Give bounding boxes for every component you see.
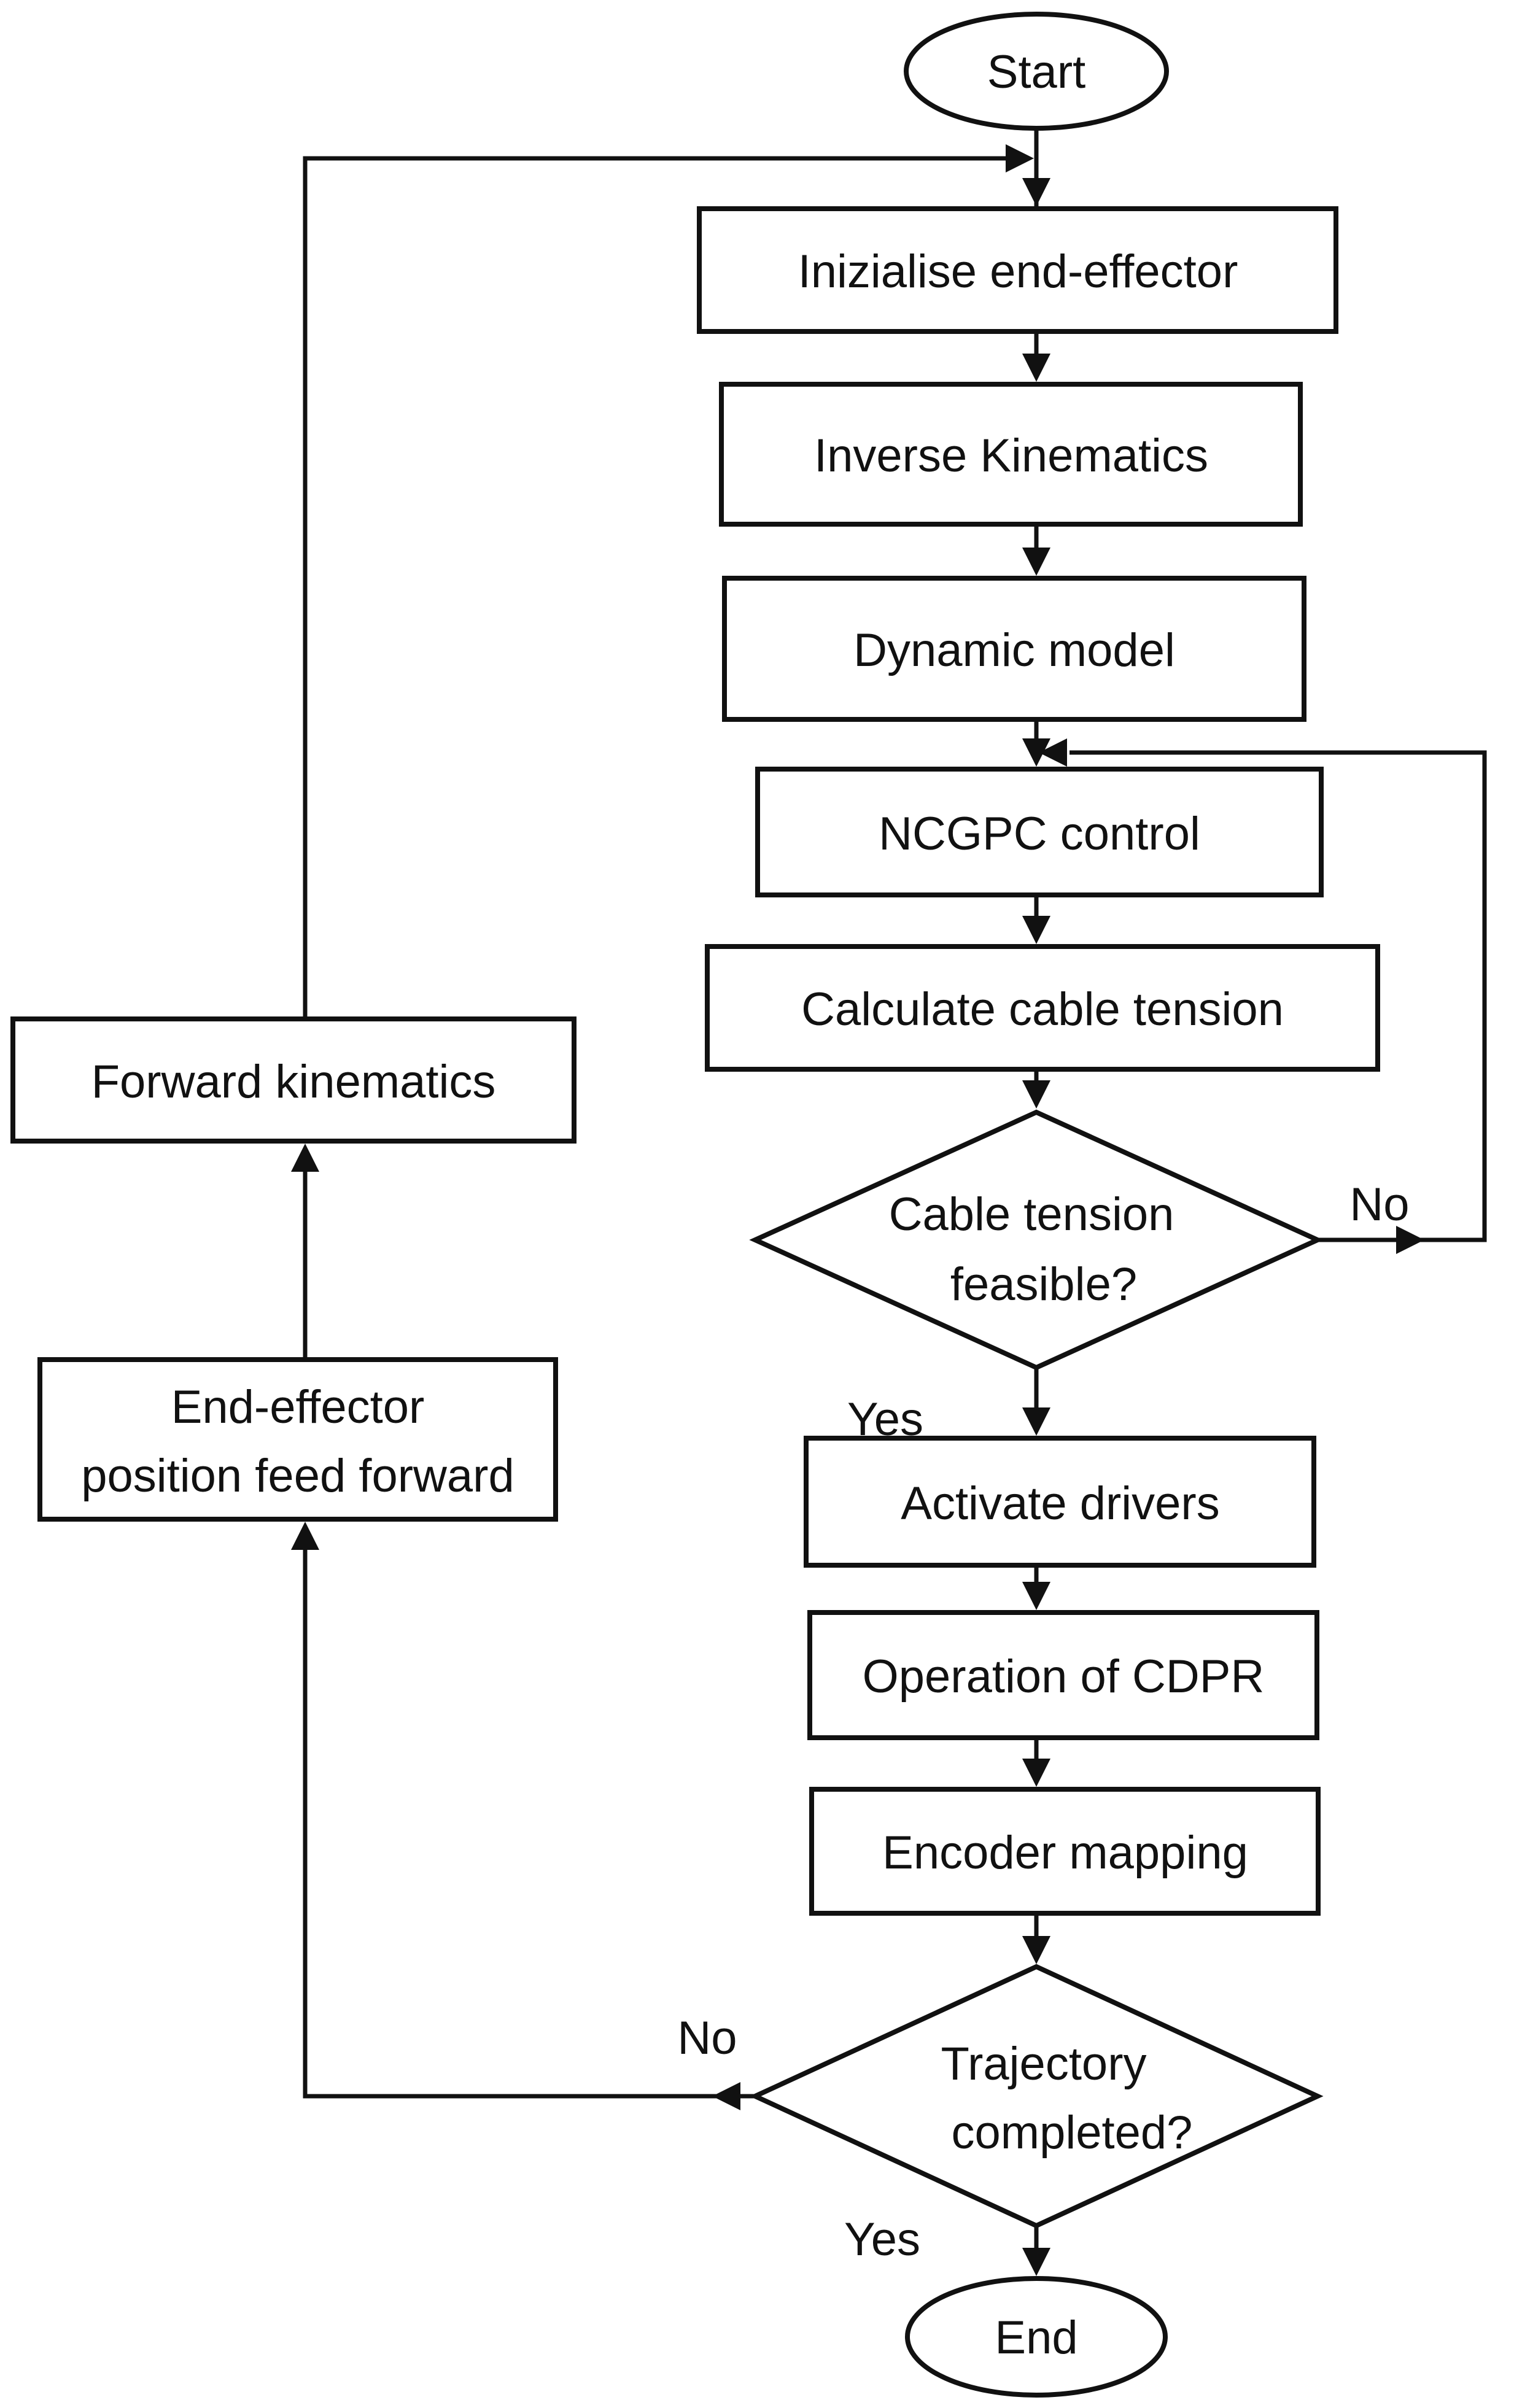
arrowhead-into-dynamic (1022, 548, 1050, 576)
edge-labels: No Yes No Yes (677, 1179, 1409, 2266)
arrowhead-cable-no-right (1396, 1226, 1424, 1254)
end-effector-feed-forward-box (37, 1357, 558, 1522)
ncgpc-control-label: NCGPC control (879, 808, 1200, 860)
node-start: Start (904, 12, 1169, 131)
node-dynamic-model: Dynamic model (722, 576, 1306, 722)
arrowhead-return-into-main (1039, 738, 1067, 767)
trajectory-completed-label-line2: completed? (952, 2107, 1193, 2159)
activate-drivers-label: Activate drivers (901, 1477, 1220, 1530)
cable-tension-feasible-label-line2: feasible? (950, 1258, 1137, 1310)
ncgpc-control-box (755, 767, 1324, 897)
trajectory-yes-label: Yes (844, 2213, 920, 2266)
activate-drivers-box (804, 1436, 1316, 1568)
arrowhead-into-initialise (1022, 178, 1050, 206)
encoder-mapping-box (809, 1787, 1321, 1916)
node-ncgpc-control: NCGPC control (755, 767, 1324, 897)
node-operation-of-cdpr: Operation of CDPR (807, 1610, 1319, 1740)
arrowhead-trajectory-no-left (712, 2082, 740, 2110)
node-inverse-kinematics: Inverse Kinematics (719, 382, 1303, 527)
calculate-cable-tension-label: Calculate cable tension (801, 983, 1284, 1036)
forward-kinematics-label: Forward kinematics (91, 1056, 496, 1108)
end-effector-feed-forward-label-line1: End-effector (171, 1381, 425, 1433)
connector-feedback-top (303, 156, 1007, 1019)
trajectory-completed-diamond (749, 1964, 1324, 2229)
arrowhead-feedback-into-main (1006, 144, 1034, 172)
end-effector-feed-forward-label-line2: position feed forward (81, 1450, 514, 1502)
end-terminator-ellipse (905, 2276, 1168, 2398)
arrowhead-into-activate (1022, 1407, 1050, 1436)
node-end-effector-feed-forward: End-effector position feed forward (37, 1357, 558, 1522)
operation-of-cdpr-label: Operation of CDPR (863, 1651, 1265, 1703)
arrowhead-into-feedforward (291, 1522, 319, 1550)
inverse-kinematics-box (719, 382, 1303, 527)
encoder-mapping-label: Encoder mapping (882, 1827, 1248, 1879)
node-activate-drivers: Activate drivers (804, 1436, 1316, 1568)
end-label: End (995, 2312, 1077, 2364)
dynamic-model-label: Dynamic model (853, 624, 1175, 676)
node-trajectory-completed: Trajectory completed? (749, 1964, 1324, 2229)
arrowhead-into-forwardkin (291, 1144, 319, 1172)
connector-trajectory-no-loop (303, 1550, 755, 2099)
initialise-label: Inizialise end-effector (798, 246, 1238, 298)
trajectory-no-label: No (677, 2012, 737, 2064)
start-terminator-ellipse (904, 12, 1169, 131)
arrowhead-into-encoder (1022, 1759, 1050, 1787)
arrowhead-into-inverse (1022, 354, 1050, 382)
arrowhead-into-operation (1022, 1582, 1050, 1610)
node-forward-kinematics: Forward kinematics (10, 1016, 576, 1144)
operation-of-cdpr-box (807, 1610, 1319, 1740)
arrowhead-into-ncgpc (1022, 738, 1050, 767)
node-initialise: Inizialise end-effector (697, 206, 1338, 334)
cable-yes-label: Yes (847, 1393, 923, 1446)
dynamic-model-box (722, 576, 1306, 722)
arrowheads (291, 144, 1424, 2276)
trajectory-completed-label-line1: Trajectory (941, 2038, 1146, 2090)
node-end: End (905, 2276, 1168, 2398)
node-encoder-mapping: Encoder mapping (809, 1787, 1321, 1916)
arrowhead-into-cable-diamond (1022, 1080, 1050, 1109)
arrowhead-into-calculate (1022, 916, 1050, 944)
initialise-box (697, 206, 1338, 334)
node-cable-tension-feasible: Cable tension feasible? (749, 1109, 1324, 1371)
forward-kinematics-box (10, 1016, 576, 1144)
arrowhead-into-end (1022, 2248, 1050, 2276)
arrowhead-into-trajectory-diamond (1022, 1936, 1050, 1964)
cable-no-label: No (1349, 1179, 1409, 1231)
start-label: Start (987, 46, 1086, 98)
cable-tension-feasible-label-line1: Cable tension (889, 1188, 1174, 1241)
node-calculate-cable-tension: Calculate cable tension (705, 944, 1380, 1072)
cable-tension-feasible-diamond (749, 1109, 1324, 1371)
inverse-kinematics-label: Inverse Kinematics (814, 430, 1208, 482)
calculate-cable-tension-box (705, 944, 1380, 1072)
